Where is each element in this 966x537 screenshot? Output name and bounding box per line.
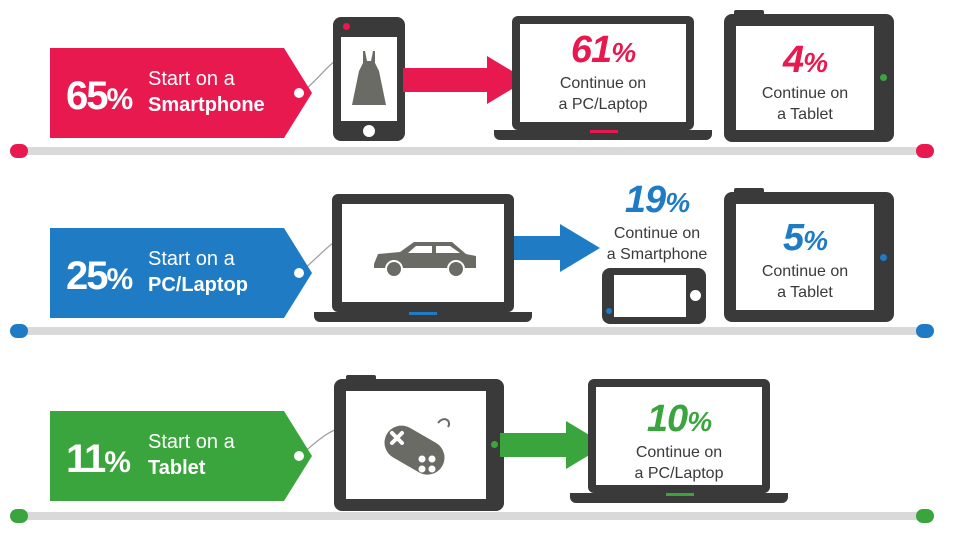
- tag-hole: [294, 88, 304, 98]
- camera-dot: [606, 308, 612, 314]
- continue-stat-laptop: 61% Continue on a PC/Laptop: [520, 30, 686, 115]
- start-label-line2: Tablet: [148, 457, 206, 479]
- shelf: [16, 327, 934, 335]
- continue-label-line2: a PC/Laptop: [558, 96, 648, 113]
- tablet-screen: [736, 204, 874, 310]
- start-percentage: 65%: [66, 74, 133, 118]
- laptop-base: [494, 130, 712, 140]
- laptop-device: [332, 194, 514, 312]
- flow-arrow: [514, 224, 600, 272]
- flow-arrow: [500, 421, 606, 469]
- shelf-knob-left: [10, 324, 28, 338]
- continue-stat-smartphone: 19% Continue on a Smartphone: [592, 180, 722, 265]
- tablet-top-tab: [346, 375, 376, 381]
- continue-percentage: 10%: [646, 398, 712, 440]
- smartphone-screen: [614, 275, 686, 317]
- dress-icon: [352, 51, 386, 105]
- continue-percentage: 19%: [624, 179, 690, 221]
- tablet-button: [880, 254, 887, 261]
- tag-shape: [50, 411, 312, 501]
- tag-hole: [294, 451, 304, 461]
- camera-dot: [343, 23, 350, 30]
- laptop-base: [314, 312, 532, 322]
- tag-shape: [50, 48, 312, 138]
- continue-stat-tablet: 4% Continue on a Tablet: [736, 40, 874, 125]
- start-percentage: 25%: [66, 254, 133, 298]
- shelf-knob-right: [916, 324, 934, 338]
- home-button: [363, 125, 375, 137]
- smartphone-device: [602, 268, 706, 324]
- continue-label-line2: a Smartphone: [606, 246, 708, 263]
- start-label-line1: Start on a: [148, 68, 235, 90]
- start-percentage: 11%: [66, 437, 131, 481]
- tablet-top-tab: [734, 188, 764, 194]
- shelf-knob-left: [10, 509, 28, 523]
- continue-percentage: 61%: [570, 29, 636, 71]
- tablet-device: [724, 188, 894, 322]
- continue-label-line1: Continue on: [761, 263, 849, 280]
- shelf-knob-right: [916, 509, 934, 523]
- start-label-line2: PC/Laptop: [148, 274, 248, 296]
- continue-percentage: 5%: [782, 217, 828, 259]
- continue-stat-laptop: 10% Continue on a PC/Laptop: [596, 399, 762, 484]
- car-icon: [374, 242, 476, 278]
- smartphone-device: [333, 17, 405, 141]
- continue-label-line2: a Tablet: [777, 106, 833, 123]
- laptop-device: [588, 379, 770, 493]
- shelf-knob-left: [10, 144, 28, 158]
- start-label-line1: Start on a: [148, 431, 235, 453]
- tablet-button: [880, 74, 887, 81]
- start-tag: 11% Start on a Tablet: [50, 411, 312, 501]
- laptop-screen: [596, 387, 762, 485]
- tablet-screen: [736, 26, 874, 130]
- laptop-base: [570, 493, 788, 503]
- continue-label-line1: Continue on: [635, 444, 723, 461]
- home-button: [690, 290, 701, 301]
- shelf-knob-right: [916, 144, 934, 158]
- start-label-line1: Start on a: [148, 248, 235, 270]
- start-tag: 65% Start on a Smartphone: [50, 48, 312, 138]
- laptop-notch: [666, 493, 694, 496]
- laptop-device: [512, 16, 694, 130]
- tag-shape: [50, 228, 312, 318]
- tablet-button: [491, 441, 498, 448]
- start-tag: 25% Start on a PC/Laptop: [50, 228, 312, 318]
- continue-label-line1: Continue on: [761, 85, 849, 102]
- tag-hole: [294, 268, 304, 278]
- start-label-line2: Smartphone: [148, 94, 265, 116]
- shelf: [16, 512, 934, 520]
- tablet-device: [334, 375, 504, 511]
- continue-label-line2: a PC/Laptop: [634, 465, 724, 482]
- flow-arrow: [403, 56, 527, 104]
- continue-label-line1: Continue on: [559, 75, 647, 92]
- continue-percentage: 4%: [782, 39, 828, 81]
- row-tablet: 11% Start on a Tablet 10% Continue on: [0, 345, 966, 537]
- laptop-screen: [520, 24, 686, 122]
- row-laptop: 25% Start on a PC/Laptop 19% Continue on…: [0, 170, 966, 345]
- tablet-device: [724, 10, 894, 142]
- laptop-notch: [590, 130, 618, 133]
- continue-label-line1: Continue on: [613, 225, 701, 242]
- laptop-notch: [409, 312, 437, 315]
- continue-stat-tablet: 5% Continue on a Tablet: [736, 218, 874, 303]
- tablet-top-tab: [734, 10, 764, 16]
- gamepad-icon: [384, 418, 450, 475]
- continue-label-line2: a Tablet: [777, 284, 833, 301]
- row-smartphone: 65% Start on a Smartphone 61% Continue o…: [0, 0, 966, 170]
- shelf: [16, 147, 934, 155]
